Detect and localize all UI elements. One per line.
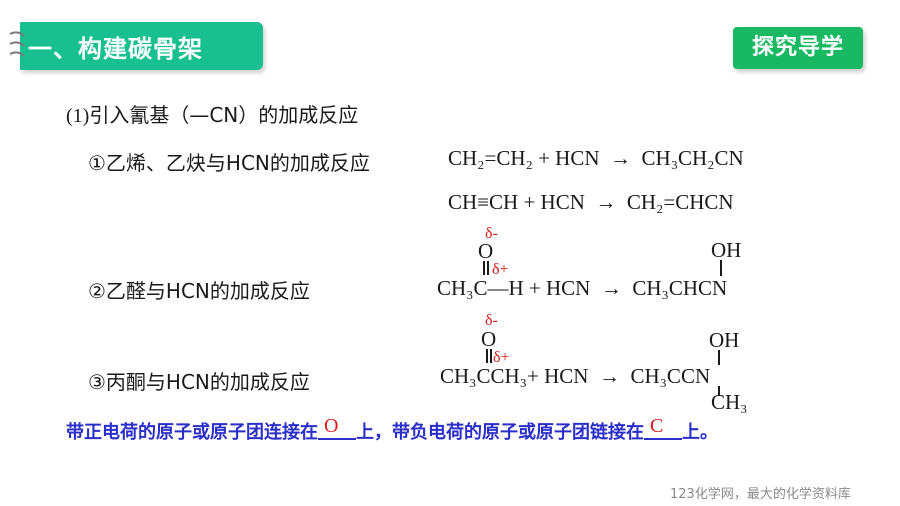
- reaction-2-equation: CH₃C—H + HCN → CH₃CHCN: [437, 276, 727, 301]
- section-title: 一、构建碳骨架: [28, 35, 203, 63]
- eq1-reactant: CH₂=CH₂ + HCN: [448, 146, 600, 170]
- conclusion-sentence: 带正电荷的原子或原子团连接在 O 上，带负电荷的原子或原子团链接在 C 上。: [66, 415, 718, 444]
- arrow: →: [600, 276, 622, 300]
- topic-text: 引入氰基（—CN）的加成反应: [89, 103, 359, 127]
- hydroxyl-r3: OH: [709, 328, 740, 352]
- double-bond-r2-b: [487, 261, 489, 275]
- delta-minus-r2: δ-: [485, 225, 498, 242]
- reaction-3-label: ③丙酮与HCN的加成反应: [88, 370, 310, 394]
- bond-r3-ch3: [718, 386, 720, 396]
- hydroxyl-r2: OH: [711, 238, 742, 262]
- double-bond-r3-b: [490, 349, 492, 363]
- arrow: →: [598, 364, 620, 388]
- conclusion-part-2: 上，带负电荷的原子或原子团链接在: [356, 422, 644, 443]
- delta-plus-r2: δ+: [492, 261, 509, 278]
- answer-1: O: [324, 415, 339, 437]
- double-bond-r2-a: [483, 261, 485, 275]
- topic-heading: (1)引入氰基（—CN）的加成反应: [66, 99, 358, 128]
- topic-number: (1): [66, 105, 90, 127]
- r2-reactant: CH₃C—H + HCN: [437, 276, 591, 300]
- methyl-r3: CH₃: [711, 390, 748, 414]
- reaction-1-equation-1: CH₂=CH₂ + HCN → CH₃CH₂CN: [448, 146, 744, 171]
- badge-tanjiu-daoxue: 探究导学: [733, 27, 863, 69]
- answer-2: C: [650, 415, 664, 437]
- reaction-1-equation-2: CH≡CH + HCN → CH₂=CHCN: [448, 190, 734, 215]
- answer-blank-1[interactable]: O: [318, 415, 356, 440]
- eq2-product: CH₂=CHCN: [626, 190, 734, 214]
- delta-plus-r3: δ+: [493, 349, 510, 366]
- double-bond-r3-a: [486, 349, 488, 363]
- bond-r3-oh: [718, 350, 720, 365]
- badge-label: 探究导学: [751, 35, 844, 60]
- oxygen-r3: O: [481, 327, 497, 351]
- r3-reactant: CH₃CCH₃+ HCN: [440, 364, 589, 388]
- eq2-reactant: CH≡CH + HCN: [448, 190, 585, 214]
- section-title-tab: 一、构建碳骨架: [20, 22, 263, 70]
- eq1-product: CH₃CH₂CN: [641, 146, 744, 170]
- watermark: 123化学网，最大的化学资料库: [670, 487, 851, 502]
- reaction-3-equation: CH₃CCH₃+ HCN → CH₃CCN: [440, 364, 710, 389]
- answer-blank-2[interactable]: C: [644, 415, 682, 440]
- oxygen-r2: O: [478, 239, 494, 263]
- reaction-2-label: ②乙醛与HCN的加成反应: [88, 279, 310, 303]
- r2-product: CH₃CHCN: [632, 276, 728, 300]
- spiral-binding-icon: [9, 31, 25, 57]
- arrow: →: [610, 146, 632, 170]
- reaction-1-label: ①乙烯、乙炔与HCN的加成反应: [88, 151, 370, 175]
- arrow: →: [595, 190, 617, 214]
- bond-r2-oh: [720, 260, 722, 276]
- r3-product: CH₃CCN: [630, 364, 711, 388]
- conclusion-part-3: 上。: [682, 422, 718, 443]
- delta-minus-r3: δ-: [485, 312, 498, 329]
- conclusion-part-1: 带正电荷的原子或原子团连接在: [66, 422, 318, 443]
